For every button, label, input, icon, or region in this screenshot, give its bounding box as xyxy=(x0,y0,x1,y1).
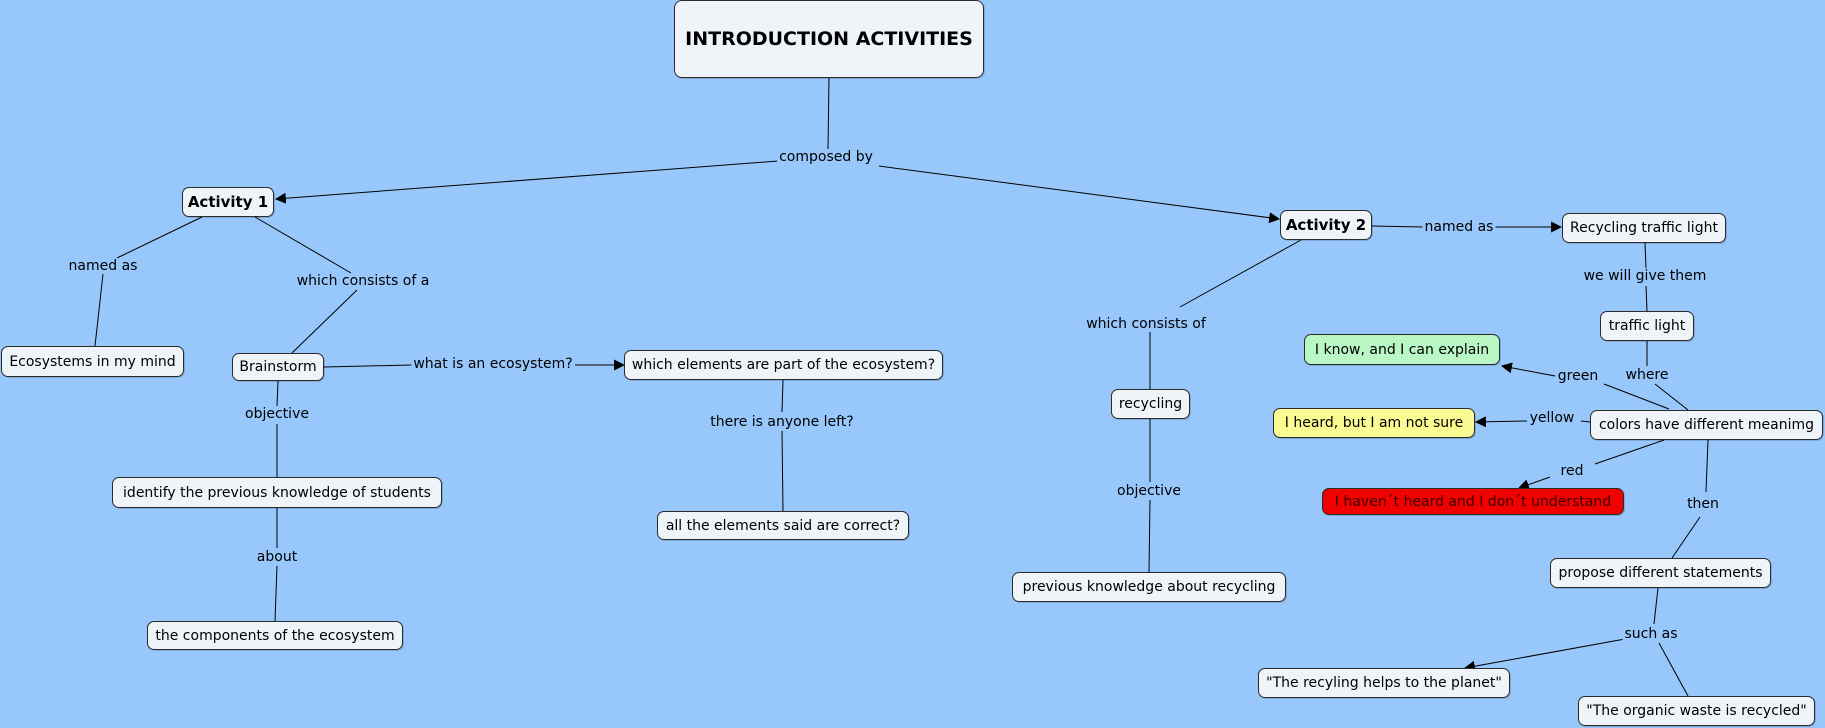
link-label-named-as-1: named as xyxy=(66,258,140,274)
node-colors-meaning[interactable]: colors have different meanimg xyxy=(1590,410,1823,440)
link-label-where: where xyxy=(1623,367,1671,383)
map-title[interactable]: INTRODUCTION ACTIVITIES xyxy=(674,0,984,78)
connector-activity1-namedas xyxy=(116,216,203,259)
link-label-about: about xyxy=(254,549,300,565)
connector-colors-green xyxy=(1603,383,1670,410)
link-label-which-consists-of: which consists of xyxy=(1084,316,1208,332)
link-label-objective-2: objective xyxy=(1115,483,1183,499)
connector-elements-anyone xyxy=(781,379,784,413)
connector-then-propose xyxy=(1671,516,1701,559)
connector-brainstorm-whatis xyxy=(323,364,413,368)
connector-green-know xyxy=(1500,362,1556,377)
connector-suchas-organic xyxy=(1658,642,1689,697)
connector-yellow-heard xyxy=(1474,416,1528,428)
node-which-elements[interactable]: which elements are part of the ecosystem… xyxy=(624,350,943,380)
link-label-such-as: such as xyxy=(1622,626,1680,642)
node-i-havent-heard[interactable]: I haven´t heard and I don´t understand xyxy=(1322,488,1624,515)
connector-activity1-consists xyxy=(254,216,352,274)
connector-red-havent xyxy=(1517,476,1551,490)
connector-objective-prevrecycling xyxy=(1148,499,1151,573)
connector-suchas-recyling xyxy=(1463,638,1626,672)
node-activity-2[interactable]: Activity 2 xyxy=(1280,210,1372,240)
connector-composed-activity1 xyxy=(274,160,779,204)
node-i-heard[interactable]: I heard, but I am not sure xyxy=(1273,408,1475,438)
node-recycling[interactable]: recycling xyxy=(1111,389,1190,419)
connector-colors-yellow xyxy=(1580,420,1591,423)
link-label-yellow: yellow xyxy=(1527,410,1577,426)
link-label-anyone-left: there is anyone left? xyxy=(708,414,856,430)
node-activity-1[interactable]: Activity 1 xyxy=(182,187,274,217)
connector-namedas-ecosystems xyxy=(94,273,104,347)
connector-where-colors xyxy=(1654,383,1689,411)
link-label-what-is-ecosystem: what is an ecosystem? xyxy=(411,356,575,372)
link-label-green: green xyxy=(1555,368,1601,384)
connector-composed-activity2 xyxy=(878,165,1281,224)
link-label-red: red xyxy=(1558,463,1586,479)
node-propose-statements[interactable]: propose different statements xyxy=(1550,558,1771,588)
node-i-know[interactable]: I know, and I can explain xyxy=(1304,334,1500,365)
connector-activity2-namedas xyxy=(1371,225,1425,228)
node-ecosystems-in-my-mind[interactable]: Ecosystems in my mind xyxy=(1,346,184,377)
link-label-composed-by: composed by xyxy=(777,149,875,165)
link-label-named-as-2: named as xyxy=(1422,219,1496,235)
node-all-elements-correct[interactable]: all the elements said are correct? xyxy=(657,511,909,540)
node-components-ecosystem[interactable]: the components of the ecosystem xyxy=(147,621,403,650)
link-label-then: then xyxy=(1685,496,1721,512)
link-label-which-consists-of-a: which consists of a xyxy=(294,273,432,289)
connector-anyone-allelements xyxy=(781,430,784,512)
connector-propose-suchas xyxy=(1653,587,1659,625)
link-label-we-will-give-them: we will give them xyxy=(1581,268,1709,284)
node-recyling-helps-planet[interactable]: "The recyling helps to the planet" xyxy=(1258,668,1510,698)
connector-willgive-trafficlight xyxy=(1645,285,1648,312)
connector-consists-brainstorm xyxy=(291,289,358,354)
connector-recyclingtraffic-willgive xyxy=(1644,242,1647,269)
node-traffic-light[interactable]: traffic light xyxy=(1600,311,1694,341)
connector-colors-red xyxy=(1594,439,1665,465)
node-organic-waste-recycled[interactable]: "The organic waste is recycled" xyxy=(1578,696,1815,726)
node-recycling-traffic-light[interactable]: Recycling traffic light xyxy=(1562,213,1726,243)
connector-activity2-consists xyxy=(1179,239,1302,308)
node-previous-knowledge-recycling[interactable]: previous knowledge about recycling xyxy=(1012,572,1286,602)
connector-brainstorm-objective xyxy=(276,380,279,407)
connector-title-composed xyxy=(827,77,830,151)
connector-about-components xyxy=(274,565,278,622)
node-brainstorm[interactable]: Brainstorm xyxy=(232,353,324,381)
link-label-objective-1: objective xyxy=(243,406,311,422)
connector-colors-then xyxy=(1705,439,1709,493)
node-identify-knowledge[interactable]: identify the previous knowledge of stude… xyxy=(112,477,442,508)
